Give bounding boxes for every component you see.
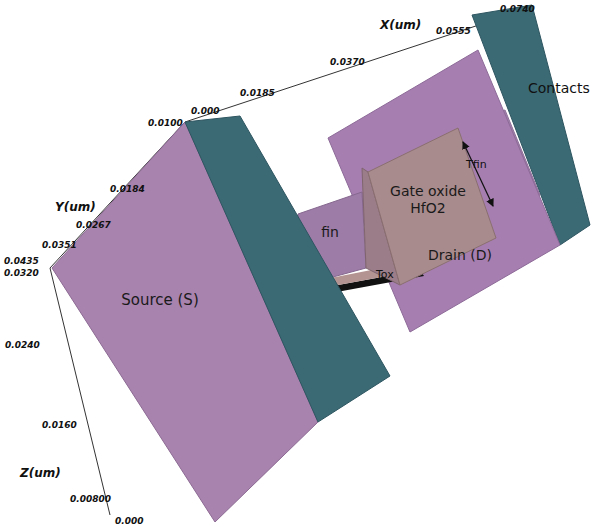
region-label-box: Drain (D) xyxy=(415,247,505,264)
region-name: Drain (D) xyxy=(415,247,505,264)
axis-tick: 0.0320 xyxy=(4,268,39,278)
drain-block xyxy=(328,50,560,332)
annotation-label: Tox xyxy=(376,268,394,281)
axis-tick: 0.0160 xyxy=(42,420,77,430)
axis-tick: 0.0240 xyxy=(5,340,40,350)
axis-tick: 0.00800 xyxy=(70,494,111,504)
region-name: Source (S) xyxy=(105,291,215,309)
annotation-label: Contacts xyxy=(528,80,590,96)
annotation-label: Y(um) xyxy=(55,200,96,214)
tfin-dimension xyxy=(463,142,493,206)
region-label-box: Gate oxide HfO2 xyxy=(382,183,474,217)
region-label-box: fin xyxy=(305,224,355,241)
axis-tick: 0.0435 xyxy=(4,256,39,266)
axis-tick: 0.0100 xyxy=(148,118,183,128)
axis-tick: 0.0370 xyxy=(330,57,365,67)
axis-tick: 0.0351 xyxy=(42,240,77,250)
region-label-box: Source (S) xyxy=(105,291,215,309)
region-name: fin xyxy=(305,224,355,241)
axis-tick: 0.0267 xyxy=(76,220,111,230)
annotation-label: X(um) xyxy=(380,18,421,32)
region-name: Gate oxide HfO2 xyxy=(382,183,474,217)
annotation-label: Tfin xyxy=(466,158,487,171)
axis-tick: 0.0185 xyxy=(240,88,275,98)
annotation-label: Z(um) xyxy=(20,466,61,480)
axis-tick: 0.0555 xyxy=(436,26,471,36)
axis-tick: 0.000 xyxy=(115,516,143,526)
source-contact xyxy=(185,116,390,422)
axis-tick: 0.0184 xyxy=(110,184,145,194)
axis-tick: 0.0740 xyxy=(500,4,535,14)
axis-tick: 0.000 xyxy=(191,106,219,116)
